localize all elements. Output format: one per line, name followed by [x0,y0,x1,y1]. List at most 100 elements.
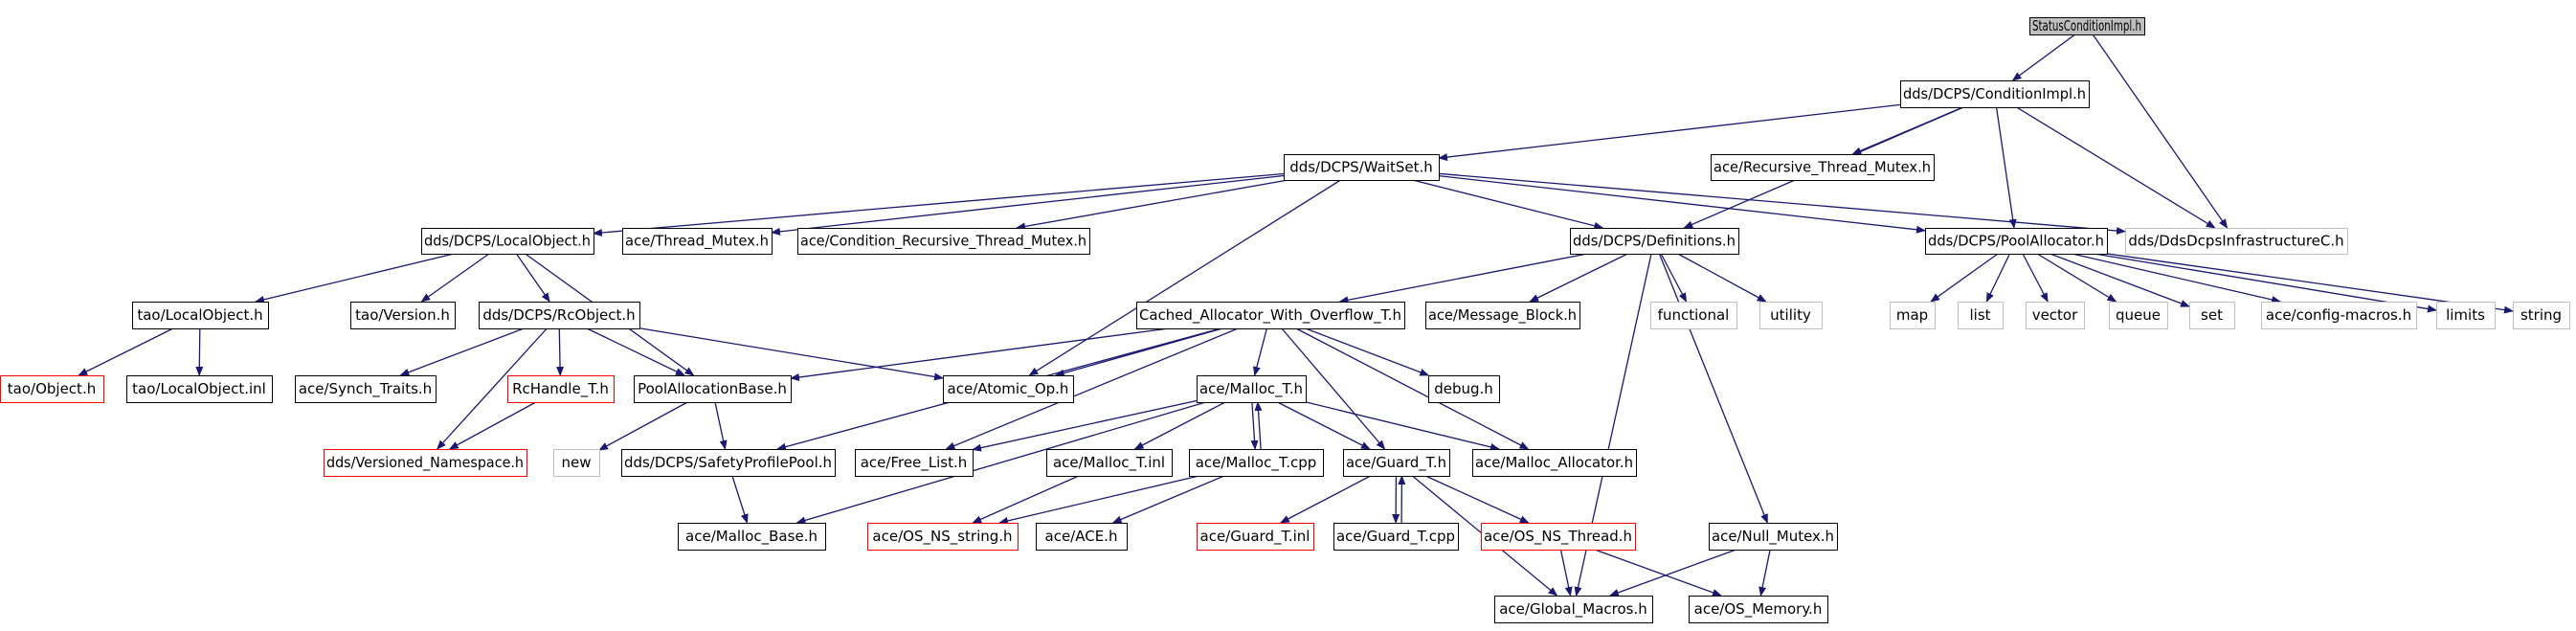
edge-root-to-condimpl [2011,34,2076,81]
edge-malloct-to-malloccpp [1250,401,1259,450]
node-box [2125,228,2348,255]
edge-guardt-to-osnsthread [1424,475,1530,524]
node-box [2436,302,2496,329]
node-versioned[interactable]: dds/Versioned_Namespace.h [324,449,527,477]
node-queue: queue [2109,302,2168,329]
node-box [324,449,527,477]
node-osnsthread[interactable]: ace/OS_NS_Thread.h [1481,523,1636,551]
edge-poolalloc-to-map [1930,253,1999,303]
node-mallocinl[interactable]: ace/Malloc_T.inl [1046,449,1173,477]
node-box [1689,596,1828,623]
node-mallocalloc[interactable]: ace/Malloc_Allocator.h [1472,449,1637,477]
node-synch[interactable]: ace/Synch_Traits.h [295,375,437,403]
node-taolocalinl[interactable]: tao/LocalObject.inl [126,375,273,403]
node-box [1425,302,1580,329]
node-malloct[interactable]: ace/Malloc_T.h [1197,375,1307,403]
edge-waitset-to-infra [1438,172,2126,235]
node-box [507,375,615,403]
node-debug[interactable]: debug.h [1428,375,1500,403]
edge-rcobject-to-versioned [437,327,548,450]
node-box [1709,523,1838,551]
edge-poolalloc-to-list [1985,253,2011,303]
edge-waitset-to-poolalloc [1438,174,1926,234]
edge-cached-to-atomic [1054,327,1223,377]
edge-condimpl-to-infra [2016,106,2216,229]
node-box [943,375,1074,403]
edge-waitset-to-defs [1412,179,1604,230]
node-set: set [2189,302,2235,329]
edge-malloct-to-freelist [972,399,1198,452]
edge-cached-to-mallocalloc [1295,327,1530,450]
node-box [1650,302,1737,329]
node-label: ace/Guard_T.h [1346,454,1446,472]
node-taoversion[interactable]: tao/Version.h [350,302,456,329]
node-globalmacros[interactable]: ace/Global_Macros.h [1494,596,1653,623]
edge-poolalloc-to-vector [2022,253,2049,303]
node-guardinl[interactable]: ace/Guard_T.inl [1197,523,1314,551]
node-nullmutex[interactable]: ace/Null_Mutex.h [1709,523,1838,551]
node-taolocal[interactable]: tao/LocalObject.h [132,302,269,329]
node-guardt[interactable]: ace/Guard_T.h [1343,449,1450,477]
node-atomic[interactable]: ace/Atomic_Op.h [943,375,1074,403]
node-label: tao/LocalObject.h [137,306,262,324]
edge-taolocal-to-taoobject [78,327,174,376]
node-label: ace/Guard_T.cpp [1336,528,1455,546]
node-osnsstring[interactable]: ace/OS_NS_string.h [867,523,1019,551]
node-label: dds/Versioned_Namespace.h [326,454,524,472]
node-mallocbase[interactable]: ace/Malloc_Base.h [678,523,826,551]
node-label: ace/Malloc_T.h [1199,380,1303,398]
node-box [421,228,594,255]
edge-cached-to-malloct [1253,327,1267,376]
node-box [1890,302,1936,329]
node-label: PoolAllocationBase.h [638,380,787,397]
node-osmemory[interactable]: ace/OS_Memory.h [1689,596,1828,623]
node-rcobject[interactable]: dds/DCPS/RcObject.h [479,302,640,329]
node-box [1197,523,1314,551]
edge-defs-to-utility [1677,253,1767,303]
node-recmutex[interactable]: ace/Recursive_Thread_Mutex.h [1711,154,1935,181]
node-localobj[interactable]: dds/DCPS/LocalObject.h [421,228,594,255]
edge-guardt-to-guardinl [1279,475,1371,524]
node-cached[interactable]: Cached_Allocator_With_Overflow_T.h [1136,302,1405,329]
node-poolalloc[interactable]: dds/DCPS/PoolAllocator.h [1925,228,2108,255]
node-msgblock[interactable]: ace/Message_Block.h [1425,302,1580,329]
edge-safety-to-mallocbase [731,475,749,524]
node-rchandle[interactable]: RcHandle_T.h [507,375,615,403]
node-guardcpp[interactable]: ace/Guard_T.cpp [1333,523,1459,551]
node-poolbase[interactable]: PoolAllocationBase.h [634,375,792,403]
edge-localobj-to-rcobject [515,253,550,303]
node-map: map [1890,302,1936,329]
node-condimpl[interactable]: dds/DCPS/ConditionImpl.h [1900,80,2090,108]
node-aceh[interactable]: ace/ACE.h [1036,523,1128,551]
node-taoobject[interactable]: tao/Object.h [0,375,104,403]
edge-defs-to-cached [1338,253,1588,304]
node-box [1333,523,1459,551]
node-condrec[interactable]: ace/Condition_Recursive_Thread_Mutex.h [797,228,1090,255]
node-box [2109,302,2168,329]
node-safety[interactable]: dds/DCPS/SafetyProfilePool.h [621,449,836,477]
edge-waitset-to-atomic [1028,179,1341,376]
node-malloccpp[interactable]: ace/Malloc_T.cpp [1189,449,1324,477]
node-label: ace/config-macros.h [2266,306,2411,324]
node-defs[interactable]: dds/DCPS/Definitions.h [1570,228,1739,255]
node-freelist[interactable]: ace/Free_List.h [855,449,974,477]
node-threadmutex[interactable]: ace/Thread_Mutex.h [622,228,773,255]
node-waitset[interactable]: dds/DCPS/WaitSet.h [1284,154,1440,181]
node-box [1036,523,1128,551]
node-label: ace/OS_NS_string.h [872,528,1012,546]
node-box [1472,449,1637,477]
node-box [855,449,974,477]
node-box [2026,302,2085,329]
edge-malloct-to-mallocalloc [1305,401,1500,451]
node-box [621,449,836,477]
node-label: debug.h [1434,380,1493,397]
node-box [1711,154,1935,181]
node-box [1958,302,2004,329]
node-label: string [2520,306,2562,324]
edge-cached-to-guardt [1281,327,1386,450]
node-box [553,449,600,477]
edge-waitset-to-condrec [1016,179,1288,231]
node-box [1570,228,1739,255]
node-label: tao/Version.h [355,306,450,324]
node-label: ace/Malloc_T.cpp [1196,454,1317,472]
